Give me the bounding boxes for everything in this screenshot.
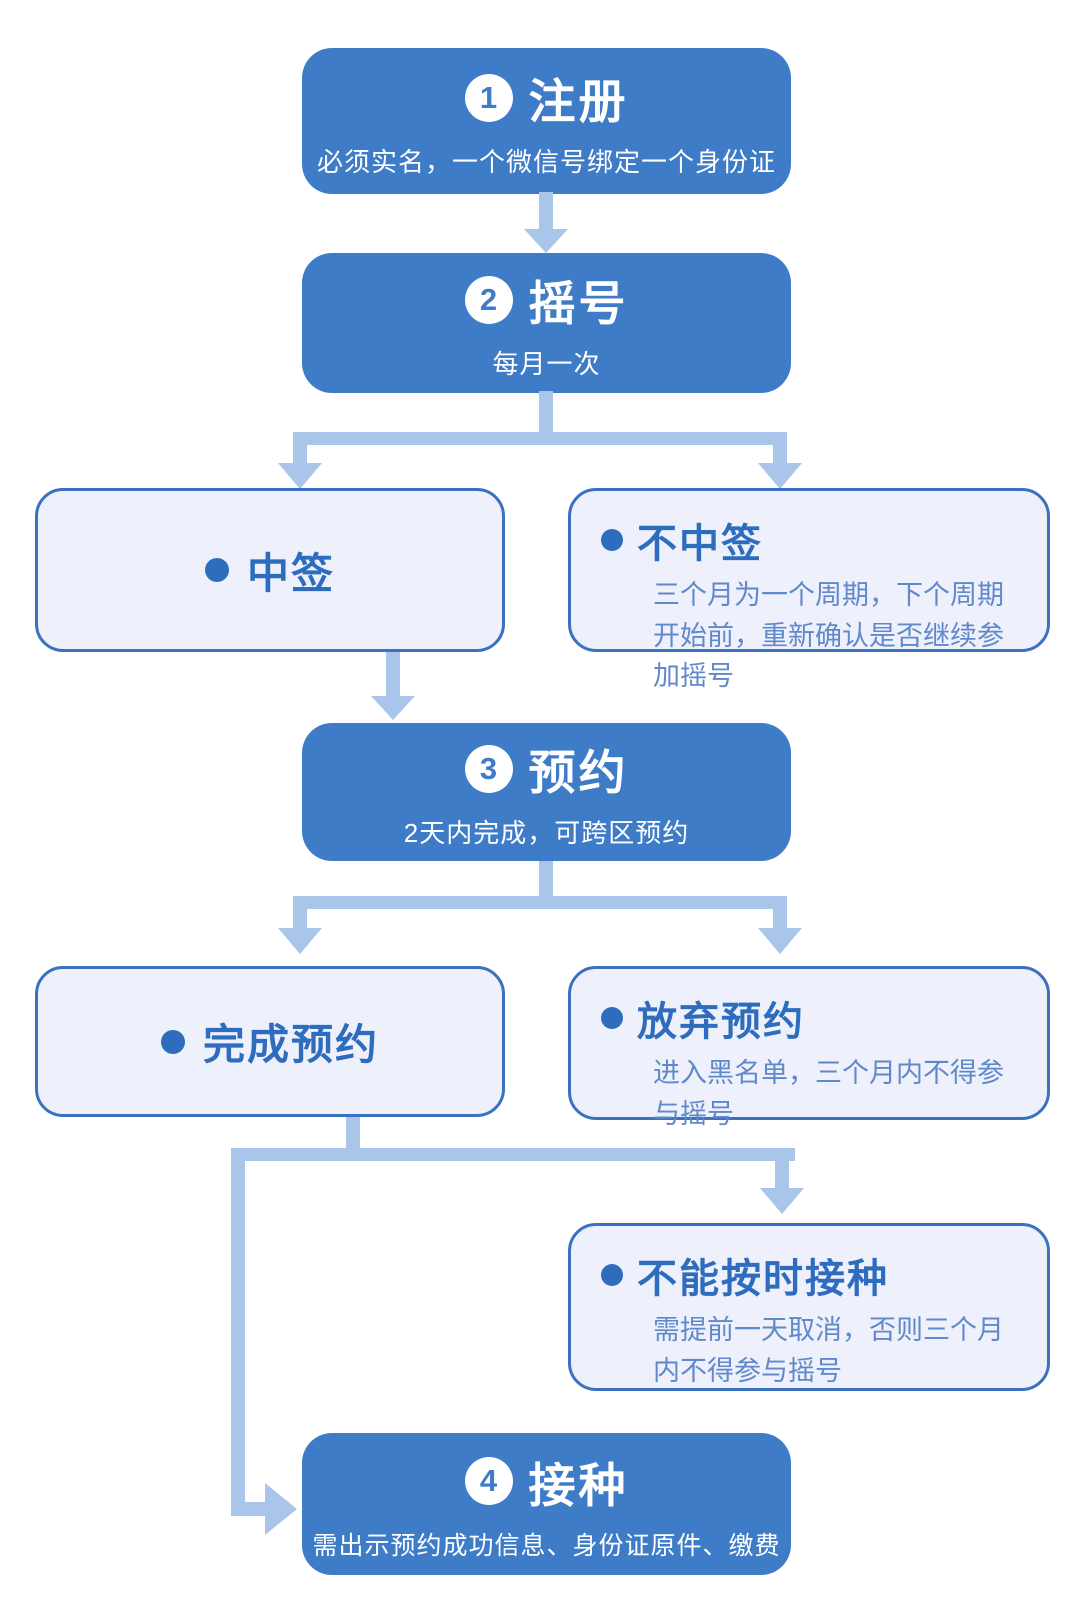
arrow-shaft: [386, 652, 400, 698]
outcome-description: 三个月为一个周期，下个周期开始前，重新确认是否继续参加摇号: [653, 580, 1004, 691]
step-title-row: 2 摇号: [464, 265, 629, 334]
outcome-description: 需提前一天取消，否则三个月内不得参与摇号: [653, 1315, 1004, 1386]
step-title-row: 4 接种: [464, 1447, 629, 1516]
arrow-down-icon: [758, 463, 802, 489]
outcome-title: 完成预约: [202, 1021, 379, 1068]
step-subtitle: 2天内完成，可跨区预约: [403, 818, 690, 848]
connector-bar: [293, 432, 787, 445]
arrow-right-icon: [265, 1483, 297, 1535]
connector-drop-right: [773, 432, 787, 465]
arrow-down-icon: [278, 463, 322, 489]
outcome-box-abandon: 放弃预约 进入黑名单，三个月内不得参与摇号: [568, 966, 1050, 1129]
outcome-title-row: 不能按时接种: [601, 1246, 1025, 1304]
outcome-title-row: 不中签: [601, 511, 1025, 569]
step-title-row: 1 注册: [464, 63, 629, 132]
arrow-down-icon: [760, 1188, 804, 1214]
connector-bar: [231, 1148, 795, 1161]
bullet-dot-icon: [204, 558, 229, 582]
outcome-title-row: 放弃预约: [601, 989, 1025, 1047]
arrow-down-icon: [758, 928, 802, 954]
step-number-badge: 3: [464, 744, 513, 793]
connector-drop-left: [293, 896, 307, 930]
bullet-dot-icon: [160, 1029, 185, 1054]
bullet-dot-icon: [601, 1007, 623, 1029]
connector-drop-right: [773, 896, 787, 930]
step-subtitle: 需出示预约成功信息、身份证原件、缴费: [312, 1531, 781, 1560]
step-box-lottery: 2 摇号 每月一次: [302, 253, 791, 393]
connector-drop-left: [293, 432, 307, 465]
step-title: 摇号: [528, 277, 629, 330]
arrow-down-icon: [524, 229, 568, 253]
outcome-title: 中签: [246, 549, 335, 597]
step-number-badge: 2: [464, 275, 513, 324]
outcome-title: 不能按时接种: [637, 1257, 889, 1301]
step-subtitle: 每月一次: [492, 349, 601, 379]
outcome-box-booked: 完成预约: [35, 966, 505, 1117]
outcome-box-missed: 不能按时接种 需提前一天取消，否则三个月内不得参与摇号: [568, 1223, 1050, 1391]
outcome-box-win: 中签: [35, 488, 505, 652]
step-number-badge: 1: [464, 73, 513, 122]
connector-drop-right: [775, 1148, 789, 1190]
step-subtitle: 必须实名，一个微信号绑定一个身份证: [316, 147, 776, 177]
outcome-title: 不中签: [637, 522, 763, 566]
connector-stub: [346, 1117, 360, 1151]
outcome-description: 进入黑名单，三个月内不得参与摇号: [653, 1058, 1004, 1129]
step-title: 注册: [528, 75, 629, 128]
connector-elbow: [231, 1502, 267, 1516]
outcome-title: 放弃预约: [637, 1000, 805, 1044]
bullet-dot-icon: [601, 529, 623, 551]
bullet-dot-icon: [601, 1264, 623, 1286]
connector-stub: [539, 861, 553, 899]
step-title: 预约: [528, 746, 629, 799]
step-title-row: 3 预约: [464, 734, 629, 803]
connector-bar: [293, 896, 787, 909]
connector-stub: [539, 391, 553, 435]
step-box-appointment: 3 预约 2天内完成，可跨区预约: [302, 723, 791, 861]
arrow-down-icon: [278, 928, 322, 954]
connector-drop-left: [231, 1148, 245, 1516]
step-number-badge: 4: [464, 1457, 513, 1505]
outcome-box-lose: 不中签 三个月为一个周期，下个周期开始前，重新确认是否继续参加摇号: [568, 488, 1050, 691]
arrow-shaft: [539, 192, 553, 232]
step-title: 接种: [528, 1458, 629, 1512]
arrow-down-icon: [371, 696, 415, 720]
step-box-vaccination: 4 接种 需出示预约成功信息、身份证原件、缴费: [302, 1433, 791, 1575]
step-box-register: 1 注册 必须实名，一个微信号绑定一个身份证: [302, 48, 791, 194]
